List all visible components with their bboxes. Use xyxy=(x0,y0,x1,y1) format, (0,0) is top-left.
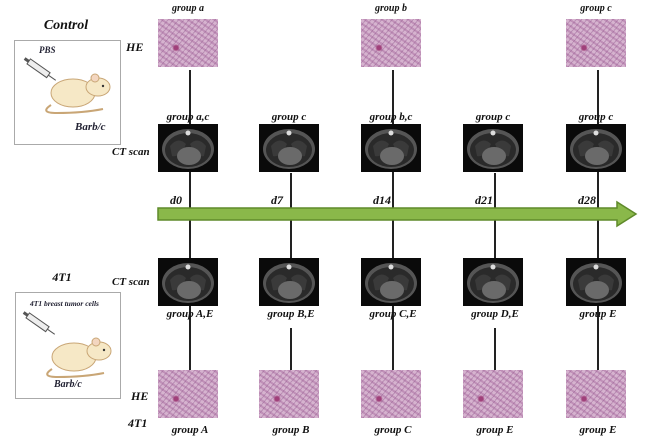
he-stain-image xyxy=(463,370,523,418)
tumor-strain: Barb/c xyxy=(54,379,82,390)
tumor-injection-label: 4T1 breast tumor cells xyxy=(30,299,99,308)
bottom-ct-group-label: group C,E xyxy=(369,308,417,320)
mouse-icon xyxy=(46,337,112,379)
top-he-group-label: group a xyxy=(172,3,204,14)
ct-scan-image xyxy=(259,124,319,172)
bottom-ct-group-label: group A,E xyxy=(166,308,214,320)
control-title: Control xyxy=(43,18,89,33)
top-ct-group-label: group c xyxy=(475,111,511,123)
syringe-icon xyxy=(23,57,57,81)
he-stain-image xyxy=(361,370,421,418)
he-bottom-label: HE xyxy=(131,389,149,403)
he-stain-image xyxy=(566,370,626,418)
control-box: PBS Barb/c xyxy=(14,40,121,145)
ct-scan-image xyxy=(463,258,523,306)
bottom-he-group-label: group B xyxy=(272,424,310,436)
timeline-arrow xyxy=(157,200,638,228)
day-label: d21 xyxy=(475,193,493,207)
bottom-ct-group-label: group D,E xyxy=(471,308,519,320)
tumor-title: 4T1 xyxy=(52,270,72,284)
bottom-he-group-label: group A xyxy=(171,424,209,436)
day-label: d7 xyxy=(271,193,283,207)
timeline-connector xyxy=(494,328,496,370)
he-stain-image xyxy=(259,370,319,418)
bottom-he-group-label: group E xyxy=(476,424,514,436)
top-ct-group-label: group c xyxy=(271,111,307,123)
he-stain-image xyxy=(361,19,421,67)
he-top-label: HE xyxy=(126,40,144,54)
he-stain-image xyxy=(158,370,218,418)
he-stain-image xyxy=(158,19,218,67)
mouse-icon xyxy=(45,73,111,115)
ct-scan-image xyxy=(361,258,421,306)
ct-scan-image xyxy=(566,124,626,172)
top-ct-group-label: group b,c xyxy=(369,111,413,123)
ct-top-label: CT scan xyxy=(112,146,150,158)
pbs-label: PBS xyxy=(39,45,56,55)
tumor-box: 4T1 breast tumor cells Barb/c xyxy=(15,292,121,399)
bottom-he-group-label: group E xyxy=(579,424,617,436)
top-he-group-label: group b xyxy=(375,3,407,14)
ct-scan-image xyxy=(361,124,421,172)
ct-scan-image xyxy=(566,258,626,306)
day-label: d14 xyxy=(373,193,391,207)
he-stain-image xyxy=(566,19,626,67)
bottom-ct-group-label: group E xyxy=(579,308,617,320)
he-bottom-sublabel: 4T1 xyxy=(128,416,148,430)
top-ct-group-label: group c xyxy=(578,111,614,123)
bottom-ct-group-label: group B,E xyxy=(267,308,315,320)
ct-scan-image xyxy=(158,124,218,172)
syringe-icon xyxy=(22,311,56,335)
top-ct-group-label: group a,c xyxy=(166,111,210,123)
top-he-group-label: group c xyxy=(580,3,612,14)
control-strain: Barb/c xyxy=(75,121,106,133)
day-label: d28 xyxy=(578,193,596,207)
ct-bottom-label: CT scan xyxy=(112,276,150,288)
timeline-connector xyxy=(290,328,292,370)
bottom-he-group-label: group C xyxy=(374,424,412,436)
ct-scan-image xyxy=(463,124,523,172)
ct-scan-image xyxy=(259,258,319,306)
ct-scan-image xyxy=(158,258,218,306)
day-label: d0 xyxy=(170,193,182,207)
